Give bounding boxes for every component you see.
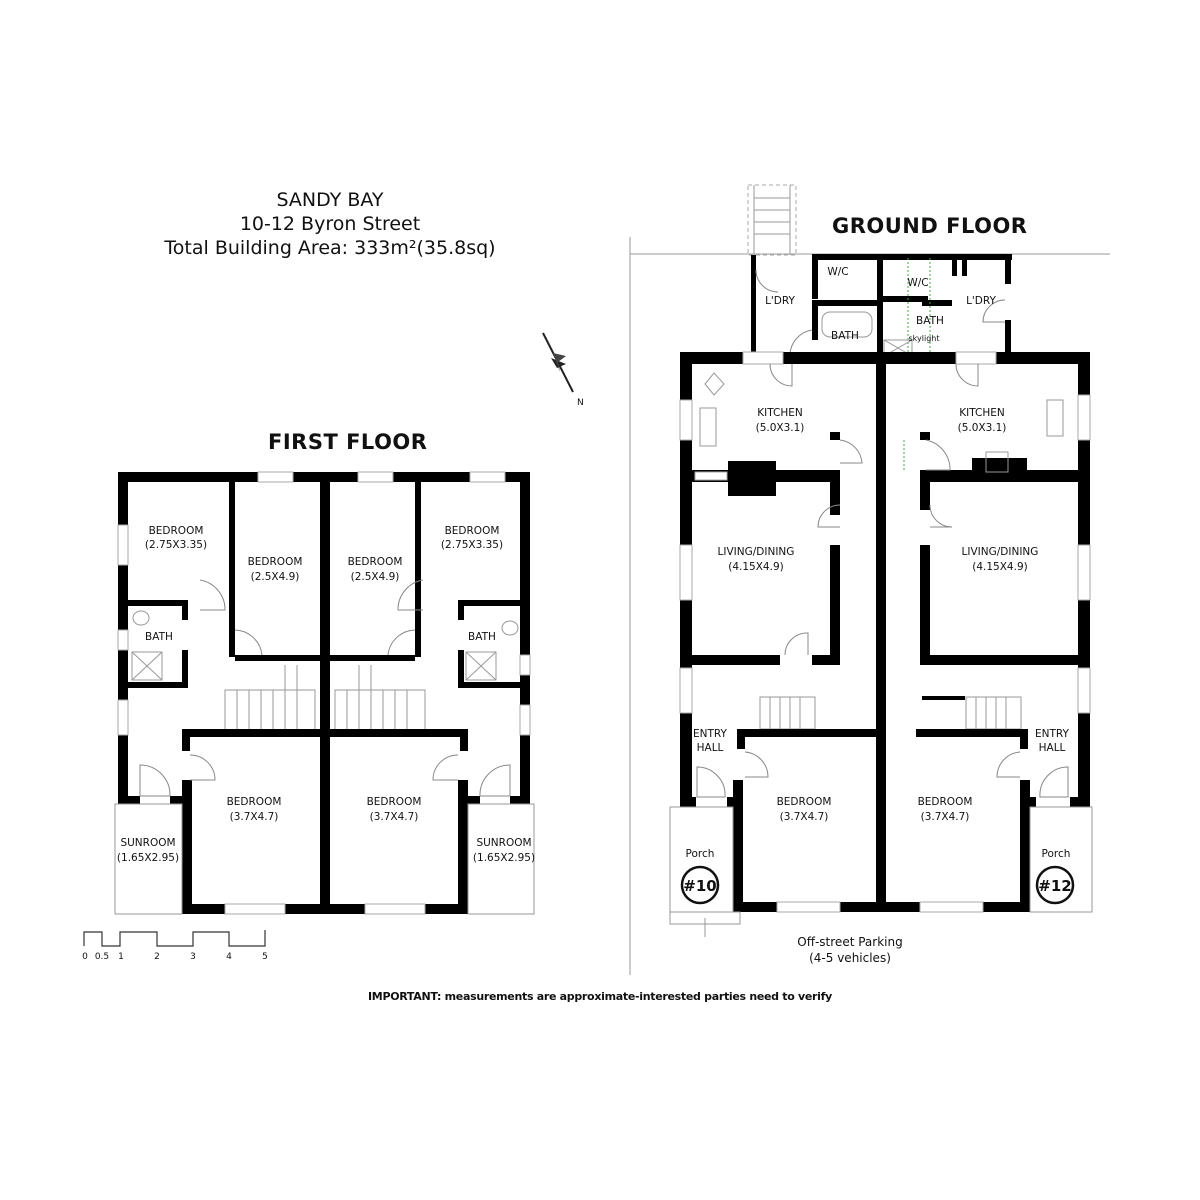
svg-text:0: 0: [82, 952, 88, 962]
porch-label: Porch: [686, 848, 715, 860]
room-dims: (4.15X4.9): [972, 561, 1027, 573]
svg-text:1: 1: [118, 952, 124, 962]
parking-line-1: Off-street Parking: [797, 935, 903, 949]
room-label: BEDROOM: [149, 525, 204, 537]
title-block: SANDY BAY 10-12 Byron Street Total Build…: [130, 188, 530, 260]
room-label: L'DRY: [765, 295, 795, 307]
svg-text:5: 5: [262, 952, 268, 962]
room-label: BATH: [468, 631, 496, 643]
porch-label: Porch: [1042, 848, 1071, 860]
unit-10-label: #10: [683, 877, 716, 895]
room-dims: (3.7X4.7): [370, 811, 419, 823]
room-dims: HALL: [1039, 742, 1066, 754]
parking-line-2: (4-5 vehicles): [809, 951, 891, 965]
room-dims: (3.7X4.7): [921, 811, 970, 823]
room-dims: (1.65X2.95): [117, 852, 179, 864]
total-area: Total Building Area: 333m²(35.8sq): [164, 237, 496, 259]
room-label: SUNROOM: [476, 837, 531, 849]
room-dims: (3.7X4.7): [780, 811, 829, 823]
room-dims: (2.75X3.35): [145, 539, 207, 551]
scale-bar: 0 0.5 1 2 3 4 5: [82, 930, 268, 962]
room-label: W/C: [827, 266, 848, 278]
svg-text:0.5: 0.5: [95, 952, 109, 962]
disclaimer-note: IMPORTANT: measurements are approximate-…: [368, 990, 832, 1003]
room-dims: (5.0X3.1): [756, 422, 805, 434]
room-label: W/C: [907, 277, 928, 289]
unit-12-badge: [1035, 865, 1075, 905]
room-label: SUNROOM: [120, 837, 175, 849]
stairs-ground-right: [922, 696, 1022, 730]
room-dims: (5.0X3.1): [958, 422, 1007, 434]
north-arrow-icon: N: [542, 332, 584, 408]
stairs-first-left: [224, 665, 316, 731]
room-dims: (1.65X2.95): [473, 852, 535, 864]
room-label: BEDROOM: [227, 796, 282, 808]
stairs-first-right: [334, 665, 426, 731]
svg-text:3: 3: [190, 952, 196, 962]
first-floor-title: FIRST FLOOR: [268, 430, 428, 454]
room-dims: (3.7X4.7): [230, 811, 279, 823]
stairs-ground-left: [759, 696, 816, 730]
room-label: BEDROOM: [445, 525, 500, 537]
room-label: BATH: [145, 631, 173, 643]
room-label: L'DRY: [966, 295, 996, 307]
room-dims: (2.5X4.9): [351, 571, 400, 583]
room-label: LIVING/DINING: [962, 546, 1039, 558]
unit-10-badge: [680, 865, 720, 905]
room-label: BEDROOM: [777, 796, 832, 808]
room-dims: (2.5X4.9): [251, 571, 300, 583]
parking-note: Off-street Parking (4-5 vehicles): [770, 934, 930, 966]
first-floor-plan: BEDROOM (2.75X3.35) BEDROOM (2.5X4.9) BE…: [114, 471, 535, 915]
room-label: KITCHEN: [959, 407, 1005, 419]
room-label: BEDROOM: [367, 796, 422, 808]
room-label: BEDROOM: [918, 796, 973, 808]
room-label: LIVING/DINING: [718, 546, 795, 558]
address: 10-12 Byron Street: [239, 213, 421, 235]
compass-label: N: [577, 398, 584, 408]
room-dims: (4.15X4.9): [728, 561, 783, 573]
room-label: ENTRY: [1035, 728, 1070, 740]
room-label: BATH: [831, 330, 859, 342]
room-dims: HALL: [697, 742, 724, 754]
svg-text:4: 4: [226, 952, 232, 962]
ground-floor-plan: #10 #12 L'DRY W/C BATH W/C BATH skylight…: [629, 184, 1110, 975]
unit-12-label: #12: [1038, 877, 1071, 895]
room-label: BATH: [916, 315, 944, 327]
room-dims: (2.75X3.35): [441, 539, 503, 551]
skylight-label: skylight: [909, 334, 940, 343]
ground-floor-title: GROUND FLOOR: [832, 214, 1028, 238]
suburb-title: SANDY BAY: [276, 189, 384, 211]
room-label: KITCHEN: [757, 407, 803, 419]
room-label: ENTRY: [693, 728, 728, 740]
svg-text:2: 2: [154, 952, 160, 962]
room-label: BEDROOM: [348, 556, 403, 568]
room-label: BEDROOM: [248, 556, 303, 568]
